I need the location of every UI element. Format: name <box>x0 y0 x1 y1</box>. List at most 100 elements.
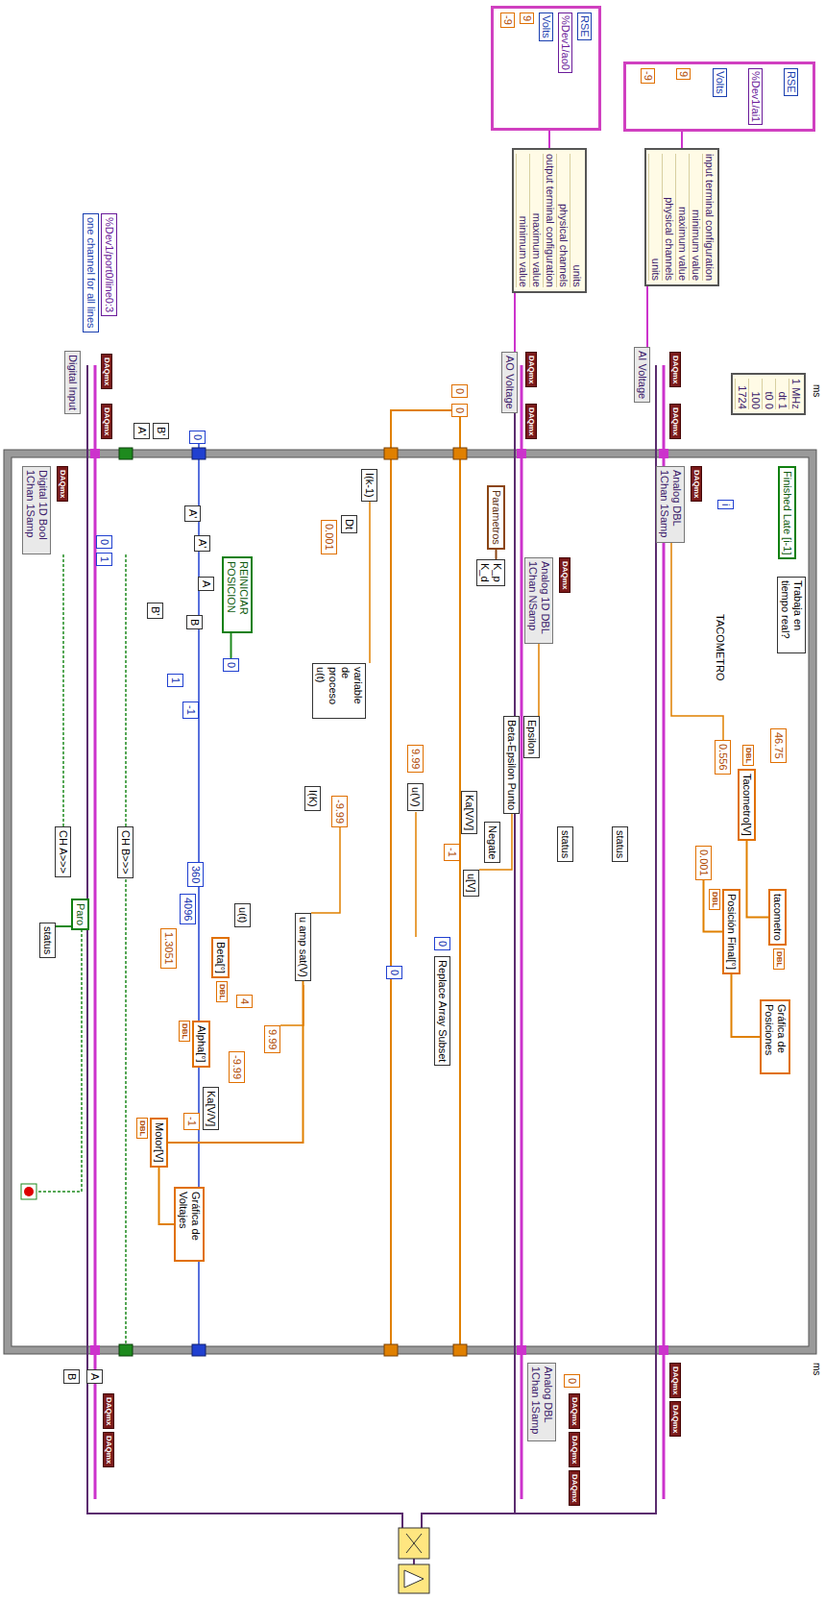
node-text: A <box>88 1372 101 1380</box>
node-text: status <box>41 925 54 954</box>
daqmx-icon: DAQmx <box>525 403 537 439</box>
node-text: Parametros <box>489 489 503 545</box>
wire-label: Negate <box>484 821 501 863</box>
node-text: units <box>569 153 583 288</box>
numeric-constant: 46.75 <box>770 727 787 763</box>
indicator-terminal: Tacometro[V] <box>737 768 756 841</box>
wire-label: I(K) <box>304 785 321 811</box>
numeric-constant: 0 <box>563 1373 581 1387</box>
free-label: TACOMETRO <box>713 611 727 682</box>
cluster-constant: RSE%Dev1/ai1Volts9-9 <box>623 61 816 132</box>
timing-unit: ms <box>810 382 824 399</box>
node-text: u(V) <box>409 786 422 807</box>
node-text: maximum value <box>529 153 543 288</box>
task-wire <box>520 364 524 1499</box>
wire-label: Trabaja en tiempo real? <box>776 576 806 654</box>
numeric-wire <box>280 984 304 1025</box>
boolean-terminal: Paro <box>71 897 90 930</box>
wire-label: CH A>>> <box>54 825 72 877</box>
node-text: Motor[V] <box>152 1121 166 1163</box>
polymorphic-selector: AO Voltage <box>501 351 518 413</box>
type-badge: DBL <box>773 947 785 970</box>
wire-label: Dt <box>340 514 358 534</box>
wire-label: status <box>39 922 56 958</box>
node-text: CH A>>> <box>56 829 70 874</box>
node-text: Analog 1D DBL 1Chan NSamp <box>526 560 552 640</box>
node-text: %Dev1/port0/line0:3 <box>102 217 116 313</box>
wire-label: status <box>557 825 574 862</box>
node-text: Ka[V/V] <box>462 794 476 830</box>
wire-label: A' <box>184 505 201 522</box>
wire-label: K_pK_d <box>476 558 506 586</box>
enum-constant: one channel for all lines <box>82 213 99 333</box>
error-wire <box>421 364 656 1528</box>
node-text: Digital 1D Bool 1Chan 1Samp <box>24 469 49 551</box>
node-text: 1.3051 <box>162 931 175 965</box>
daqmx-icon: DAQmx <box>568 1469 581 1505</box>
node-text: -1 <box>185 1116 198 1126</box>
node-text: t0 0 <box>761 378 776 410</box>
polymorphic-selector: Analog 1D DBL 1Chan NSamp <box>524 557 554 644</box>
node-text: output terminal configuration <box>542 153 557 288</box>
node-text: u amp sat(V) <box>296 916 310 977</box>
node-text: dt 1 <box>775 378 789 410</box>
daqmx-icon: DAQmx <box>669 351 681 388</box>
node-text: 9.99 <box>266 1028 279 1049</box>
daqmx-icon: DAQmx <box>669 403 681 439</box>
daqmx-icon: DAQmx <box>525 351 537 388</box>
node-text: status <box>613 829 627 858</box>
wire <box>731 973 761 1037</box>
node-text: Tacometro[V] <box>740 773 753 836</box>
node-text: 4096 <box>181 897 195 921</box>
wire-label: Epsilon <box>523 715 540 758</box>
numeric-constant: 1.3051 <box>160 927 177 969</box>
wire <box>513 292 516 352</box>
wire-label: Ka[V/V] <box>461 790 478 834</box>
polymorphic-selector: Digital Input <box>64 350 81 414</box>
numeric-constant: 0.001 <box>320 519 338 555</box>
numeric-wire <box>479 811 512 870</box>
numeric-wire <box>414 811 417 937</box>
wire <box>168 980 304 1142</box>
numeric-constant: 9.99 <box>407 744 424 773</box>
wire <box>646 286 649 347</box>
wire-label: Beta-Epsilon Punto <box>503 715 520 814</box>
daqmx-icon: DAQmx <box>669 1400 681 1436</box>
node-text: -9 <box>500 12 515 28</box>
node-text: Dt <box>342 518 356 530</box>
numeric-constant: -1 <box>183 1112 200 1130</box>
indicator-terminal: Alpha[°] <box>192 1019 211 1068</box>
numeric-constant: -9.99 <box>228 1050 245 1083</box>
node-text: Negate <box>485 825 499 859</box>
wire-label: status <box>611 825 629 862</box>
numeric-wire <box>390 410 453 1345</box>
node-text: 0 <box>436 940 449 947</box>
integer-constant: 0 <box>96 534 113 549</box>
wire-label: A' <box>194 534 211 552</box>
node-text: 1724 <box>734 378 749 410</box>
wire <box>55 924 72 927</box>
while-loop-edge <box>3 449 817 1354</box>
indicator-terminal: Motor[V] <box>149 1116 169 1167</box>
type-badge: DBL <box>136 1116 148 1139</box>
boolean-wire <box>36 928 82 1191</box>
numeric-constant: 0.001 <box>695 845 712 880</box>
wire-label: A' <box>133 422 150 439</box>
polymorphic-selector: Analog DBL 1Chan 1Samp <box>527 1361 557 1441</box>
node-text: 1 <box>97 556 111 562</box>
node-text: Gráfica de Posiciones <box>762 1003 788 1069</box>
node-text: I(k-1) <box>363 472 376 498</box>
numeric-constant: 9.99 <box>264 1024 281 1053</box>
node-text: tacometro <box>771 893 784 941</box>
wire <box>159 1166 175 1224</box>
property-node: input terminal configurationminimum valu… <box>644 147 720 287</box>
shift-register <box>453 1343 467 1356</box>
merge-errors-icon <box>398 1527 430 1558</box>
node-text: 9 <box>676 68 691 80</box>
node-text: B' <box>148 606 162 615</box>
type-badge: DBL <box>742 744 754 766</box>
wire-label: A <box>197 576 215 591</box>
node-text: 100 <box>748 378 762 410</box>
indicator-terminal: Gráfica de Voltajes <box>173 1186 205 1262</box>
wire-label: B' <box>152 422 170 439</box>
